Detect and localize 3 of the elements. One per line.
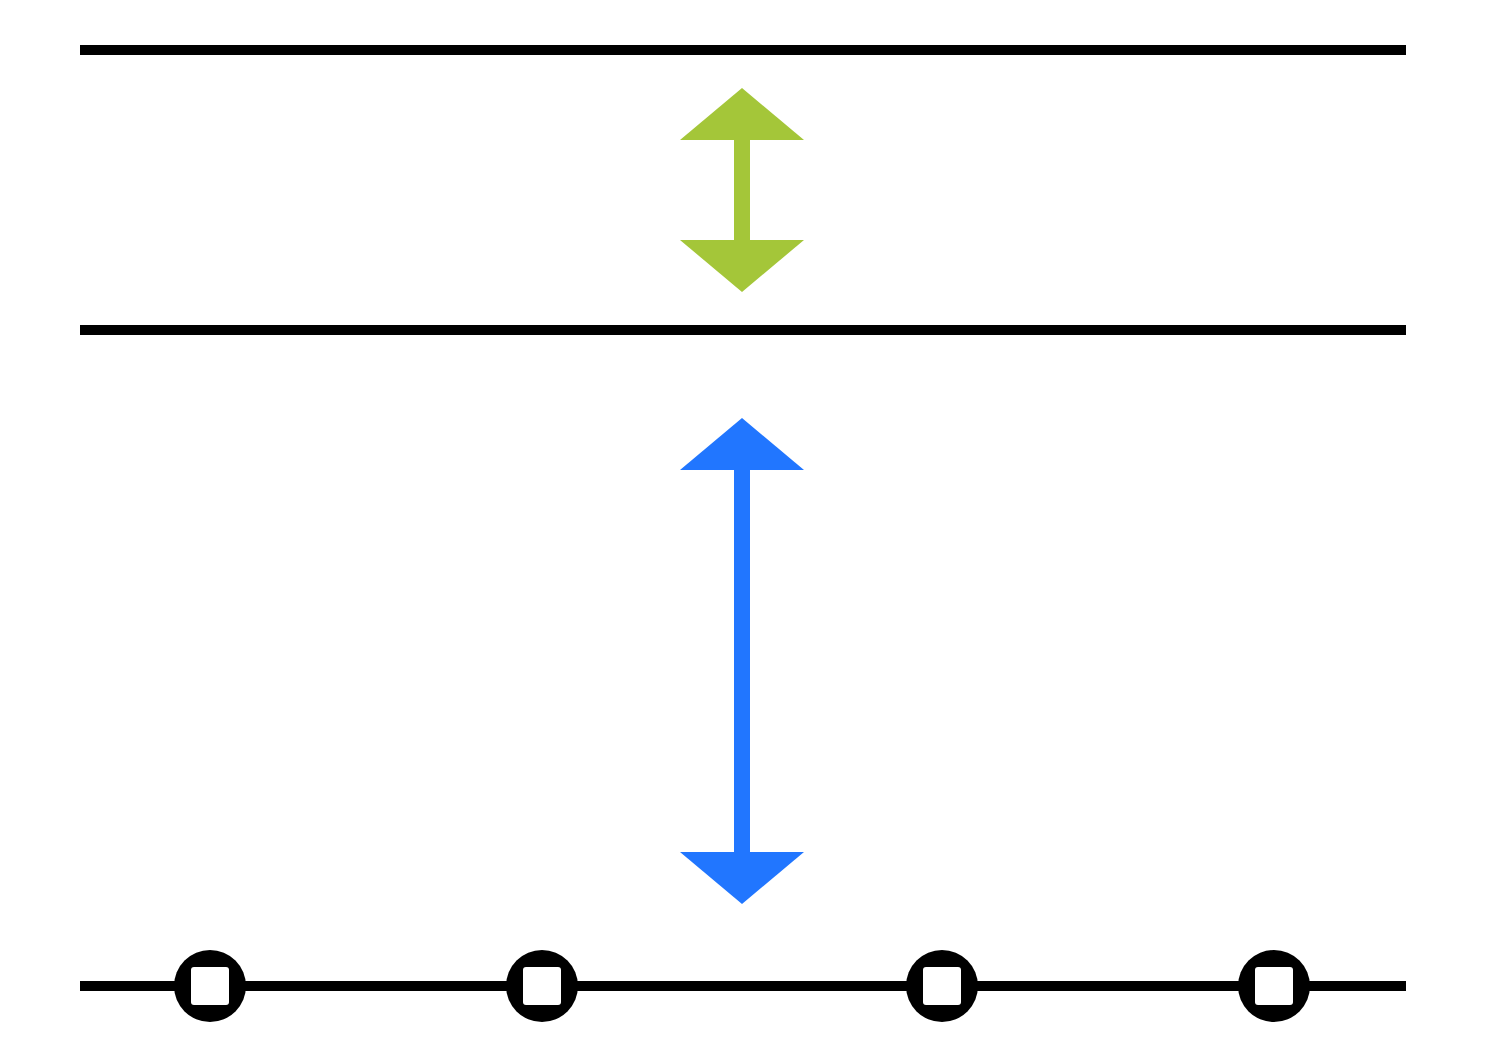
double-headed-arrow (680, 88, 804, 292)
double-headed-arrow (680, 418, 804, 904)
beaded-line (80, 948, 1406, 1024)
